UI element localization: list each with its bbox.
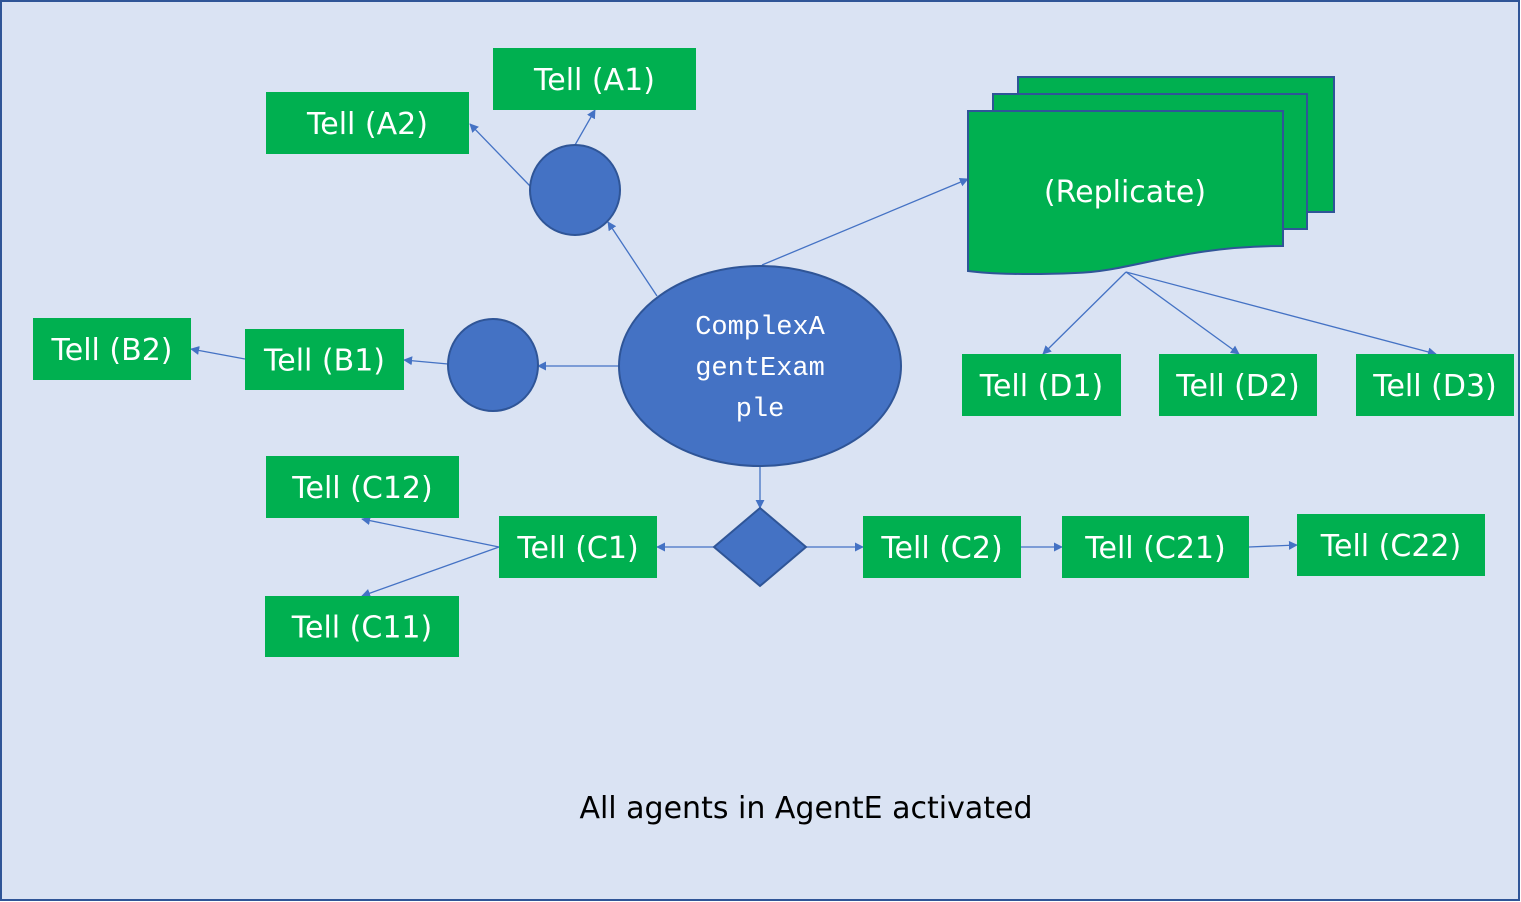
- root-node[interactable]: ComplexA gentExam ple: [618, 265, 902, 467]
- edges-layer: [190, 109, 1437, 598]
- agent-box-label: Tell (C22): [1320, 529, 1461, 564]
- agent-box-label: Tell (D1): [979, 369, 1104, 404]
- edge-c21-to-c22: [1248, 540, 1298, 550]
- agent-box-label: Tell (B2): [51, 333, 173, 368]
- agent-box-b1[interactable]: Tell (B1): [245, 329, 404, 390]
- connector-circle-a[interactable]: [529, 144, 621, 236]
- agent-box-label: Tell (A1): [533, 63, 655, 98]
- agent-box-rect: [962, 354, 1121, 416]
- agent-box-a1[interactable]: Tell (A1): [493, 48, 696, 110]
- agent-box-rect: [1356, 354, 1514, 416]
- agent-box-label: Tell (B1): [263, 344, 385, 379]
- agent-box-c2[interactable]: Tell (C2): [863, 516, 1021, 578]
- agent-box-rect: [265, 596, 459, 657]
- replicate-label: (Replicate): [1044, 175, 1206, 210]
- agent-box-c11[interactable]: Tell (C11): [265, 596, 459, 657]
- agent-box-label: Tell (D3): [1372, 369, 1497, 404]
- agent-box-d1[interactable]: Tell (D1): [962, 354, 1121, 416]
- edge-circleb-to-b1: [403, 356, 449, 366]
- agent-box-b2[interactable]: Tell (B2): [33, 318, 191, 380]
- connector-diamond-c[interactable]: [712, 506, 808, 588]
- root-label-line-2: gentExam: [695, 354, 825, 384]
- edge-circlea-to-a1: [574, 109, 596, 146]
- agent-box-rect: [863, 516, 1021, 578]
- agent-box-c21[interactable]: Tell (C21): [1062, 516, 1249, 578]
- agent-box-label: Tell (C11): [291, 611, 432, 646]
- edge-c1-to-c11: [361, 546, 500, 598]
- agent-box-rect: [1297, 514, 1485, 576]
- agent-box-a2[interactable]: Tell (A2): [266, 92, 469, 154]
- edge-circlea-to-a2: [469, 123, 531, 187]
- root-ellipse: [618, 265, 902, 467]
- connector-circle-b[interactable]: [447, 318, 539, 412]
- edge-replicate-to-d2: [1125, 271, 1240, 355]
- agent-box-rect: [266, 456, 459, 518]
- agent-box-rect: [245, 329, 404, 390]
- agent-box-label: Tell (C2): [880, 531, 1002, 566]
- agent-box-c12[interactable]: Tell (C12): [266, 456, 459, 518]
- diagram-caption: All agents in AgentE activated: [579, 791, 1032, 826]
- edge-c1-to-c12: [361, 516, 500, 548]
- edge-b1-to-b2: [190, 346, 246, 360]
- agent-box-rect: [1062, 516, 1249, 578]
- agent-box-label: Tell (C21): [1084, 531, 1225, 566]
- boxes-layer: Tell (A1) Tell (A2) Tell (B1) Tell (B2) Tell…: [33, 48, 1514, 657]
- agent-box-label: Tell (D2): [1175, 369, 1300, 404]
- root-label-line-1: ComplexA: [695, 313, 825, 343]
- edge-root-to-circlea: [607, 221, 658, 297]
- agent-box-rect: [499, 516, 657, 578]
- agent-box-c22[interactable]: Tell (C22): [1297, 514, 1485, 576]
- agent-box-c1[interactable]: Tell (C1): [499, 516, 657, 578]
- agent-box-rect: [493, 48, 696, 110]
- agent-box-d2[interactable]: Tell (D2): [1159, 354, 1317, 416]
- agent-box-d3[interactable]: Tell (D3): [1356, 354, 1514, 416]
- agent-box-label: Tell (A2): [306, 107, 428, 142]
- replicate-node[interactable]: (Replicate): [967, 76, 1335, 276]
- edge-replicate-to-d3: [1125, 271, 1437, 357]
- agent-box-label: Tell (C1): [516, 531, 638, 566]
- replicate-document-shape: [967, 110, 1284, 276]
- agent-box-rect: [1159, 354, 1317, 416]
- edge-replicate-to-d1: [1042, 271, 1127, 355]
- agent-box-rect: [33, 318, 191, 380]
- root-label-line-3: ple: [736, 395, 785, 425]
- agent-box-label: Tell (C12): [291, 471, 432, 506]
- agent-box-rect: [266, 92, 469, 154]
- edge-root-to-replicate: [761, 177, 969, 266]
